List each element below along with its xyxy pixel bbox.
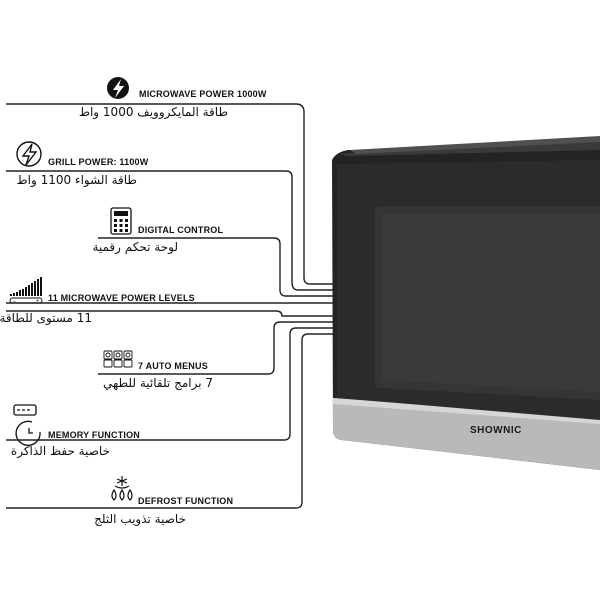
brand-logo: SHOWNIC [470,425,522,436]
svg-text:+: + [36,299,39,305]
feature-power-levels-arabic: 11 مستوى للطاقة [0,311,92,325]
lightning-circle-icon [107,77,129,99]
feature-auto-menus-title: 7 AUTO MENUS [138,361,208,371]
feature-microwave-power-title: MICROWAVE POWER 1000W [139,89,267,99]
microwave-illustration [332,136,600,470]
lightning-outline-icon [16,141,42,167]
power-level-bars-icon: – + [9,277,43,305]
feature-auto-menus-arabic: 7 برامج تلقائية للطهي [103,376,213,390]
feature-digital-control-title: DIGITAL CONTROL [138,225,224,235]
leader-lines [6,103,333,509]
keypad-icon [110,207,132,235]
feature-defrost-function-title: DEFROST FUNCTION [138,496,234,506]
feature-memory-function-title: MEMORY FUNCTION [48,430,140,440]
feature-defrost-function-arabic: خاصية تذويب الثلج [94,512,186,526]
feature-microwave-power-arabic: طاقة المايكروويف 1000 واط [78,105,228,119]
memory-icon [13,404,41,446]
defrost-icon [111,476,133,501]
feature-grill-power-arabic: طاقة الشواء 1100 واط [16,173,137,187]
feature-digital-control-arabic: لوحة تحكم رقمية [92,240,178,254]
auto-menu-icon [103,350,133,368]
feature-grill-power-title: GRILL POWER: 1100W [48,157,149,167]
svg-text:–: – [13,299,16,305]
feature-power-levels-title: 11 MICROWAVE POWER LEVELS [48,293,195,303]
feature-memory-function-arabic: خاصية حفظ الذاكرة [10,444,110,458]
